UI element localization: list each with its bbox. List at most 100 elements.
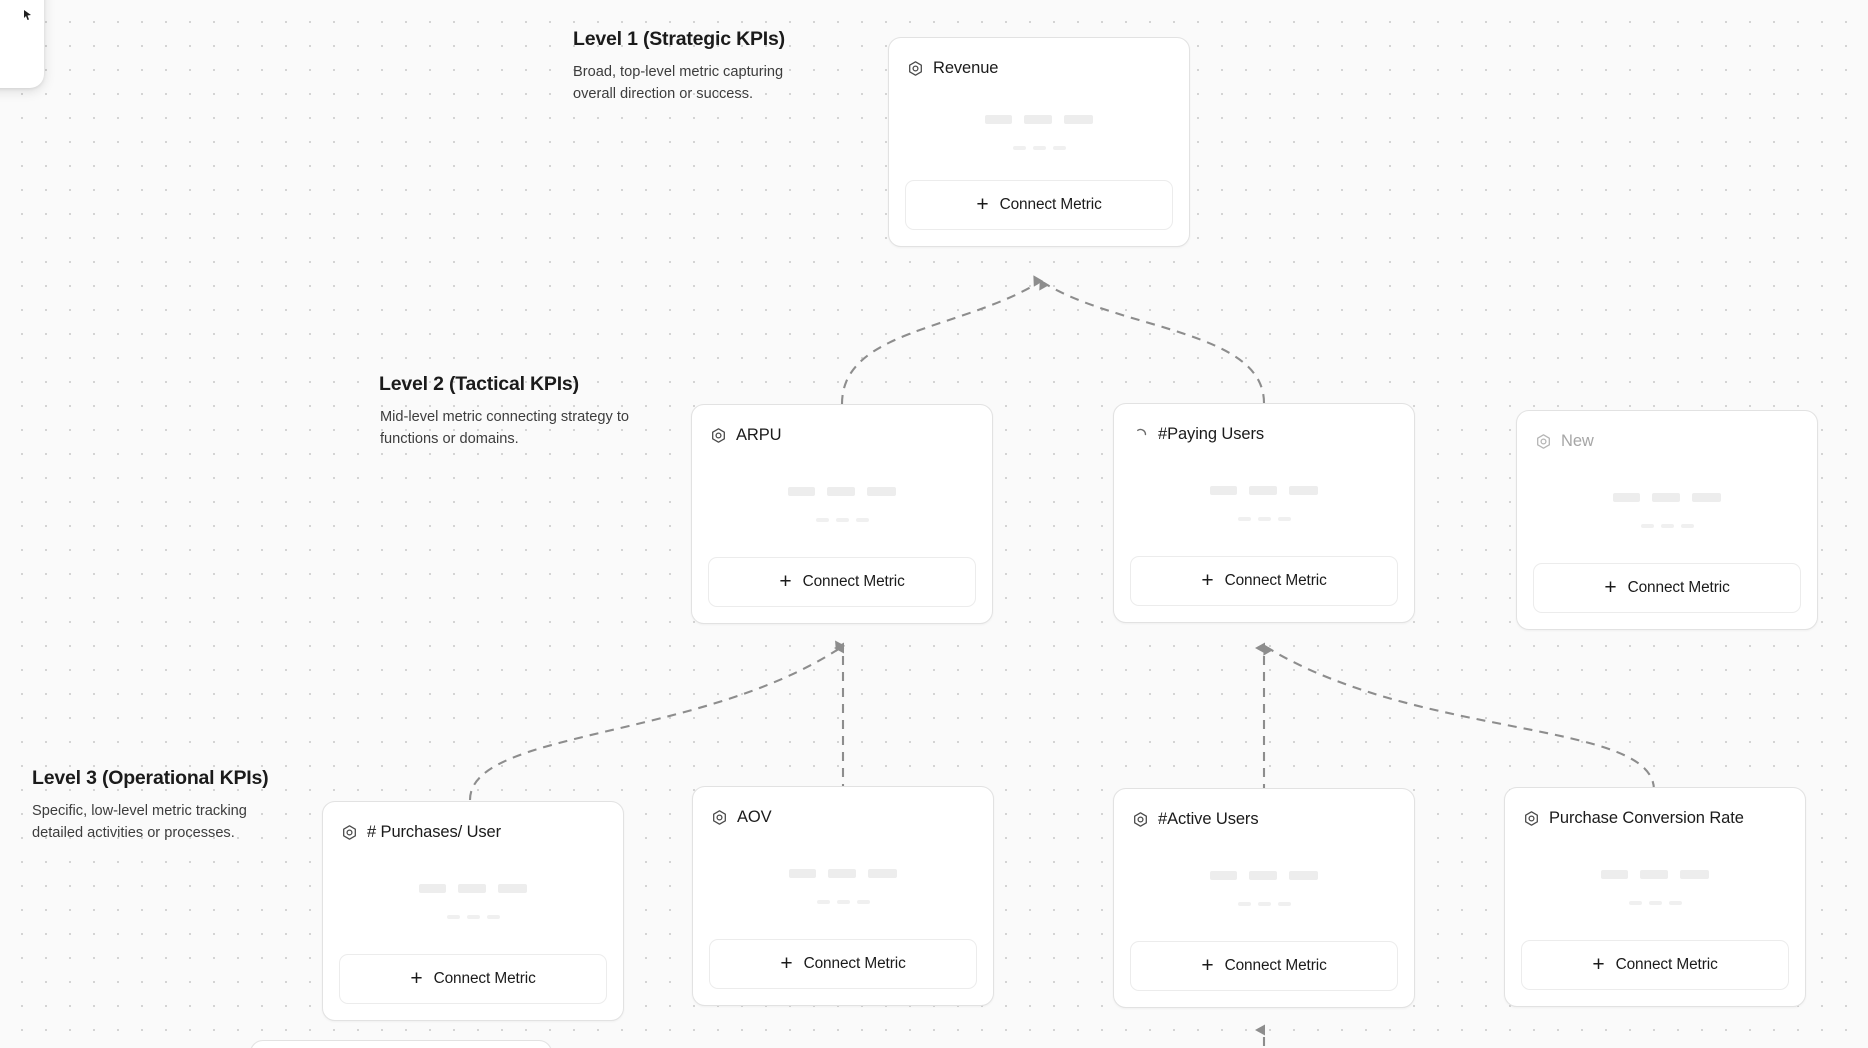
connect-metric-button[interactable]: + Connect Metric bbox=[1130, 941, 1398, 991]
edge-pcr-to-paying bbox=[1263, 644, 1656, 791]
skeleton-bar bbox=[1024, 114, 1052, 124]
metric-node-active-users[interactable]: #Active Users + Connect Metric bbox=[1113, 788, 1415, 1008]
connect-metric-label: Connect Metric bbox=[1615, 956, 1718, 973]
skeleton-row-secondary bbox=[446, 914, 500, 919]
metric-node-offscreen-bottom[interactable] bbox=[250, 1040, 552, 1048]
skeleton-bar bbox=[1257, 516, 1271, 521]
connect-metric-label: Connect Metric bbox=[802, 573, 905, 590]
plus-icon: + bbox=[1201, 953, 1214, 977]
plus-icon: + bbox=[780, 951, 793, 975]
skeleton-row-secondary bbox=[815, 517, 869, 522]
skeleton-bar bbox=[856, 899, 870, 904]
skeleton-bar bbox=[855, 517, 869, 522]
skeleton-bar bbox=[788, 486, 815, 496]
skeleton-row-secondary bbox=[1012, 145, 1066, 150]
skeleton-bar bbox=[867, 486, 896, 496]
connect-metric-button[interactable]: + Connect Metric bbox=[708, 557, 976, 607]
plus-icon: + bbox=[1604, 575, 1617, 599]
skeleton-row-primary bbox=[789, 868, 897, 878]
skeleton-row-secondary bbox=[1640, 523, 1694, 528]
metric-node-purchases-per-user[interactable]: # Purchases/ User + Connect Metric bbox=[322, 801, 624, 1021]
skeleton-row-primary bbox=[788, 486, 896, 496]
skeleton-bar bbox=[1210, 485, 1237, 495]
skeleton-bar bbox=[466, 914, 480, 919]
skeleton-bar bbox=[1601, 869, 1628, 879]
skeleton-bar bbox=[1052, 145, 1066, 150]
node-skeleton-body bbox=[693, 831, 993, 939]
skeleton-bar bbox=[419, 883, 446, 893]
node-header: AOV bbox=[693, 787, 993, 831]
metric-node-arpu[interactable]: ARPU + Connect Metric bbox=[691, 404, 993, 624]
skeleton-row-secondary bbox=[1628, 900, 1682, 905]
node-footer: + Connect Metric bbox=[889, 180, 1189, 246]
connect-metric-button[interactable]: + Connect Metric bbox=[1521, 940, 1789, 990]
skeleton-bar bbox=[868, 868, 897, 878]
node-title: #Paying Users bbox=[1158, 424, 1264, 443]
level-3-title: Level 3 (Operational KPIs) bbox=[32, 767, 269, 789]
metric-node-new[interactable]: New + Connect Metric bbox=[1516, 410, 1818, 630]
level-3-description: Specific, low-level metric tracking deta… bbox=[32, 803, 247, 841]
skeleton-bar bbox=[835, 517, 849, 522]
metric-node-paying-users[interactable]: #Paying Users + Connect Metric bbox=[1113, 403, 1415, 623]
cursor-icon bbox=[22, 8, 34, 20]
metric-node-revenue[interactable]: Revenue + Connect Metric bbox=[888, 37, 1190, 247]
skeleton-bar bbox=[1210, 870, 1237, 880]
node-header: New bbox=[1517, 411, 1817, 455]
node-skeleton-body bbox=[323, 846, 623, 954]
skeleton-row-secondary bbox=[816, 899, 870, 904]
skeleton-bar bbox=[1064, 114, 1093, 124]
node-header: # Purchases/ User bbox=[323, 802, 623, 846]
node-footer: + Connect Metric bbox=[1517, 563, 1817, 629]
node-title: # Purchases/ User bbox=[367, 822, 502, 841]
node-title: New bbox=[1561, 431, 1594, 450]
connect-metric-label: Connect Metric bbox=[1224, 572, 1327, 589]
hexagon-icon bbox=[1535, 433, 1552, 450]
skeleton-bar bbox=[828, 868, 856, 878]
metric-node-aov[interactable]: AOV + Connect Metric bbox=[692, 786, 994, 1006]
skeleton-bar bbox=[1032, 145, 1046, 150]
node-footer: + Connect Metric bbox=[693, 939, 993, 1005]
skeleton-bar bbox=[1249, 485, 1277, 495]
node-title: AOV bbox=[737, 807, 772, 826]
skeleton-bar bbox=[1640, 869, 1668, 879]
connect-metric-button[interactable]: + Connect Metric bbox=[905, 180, 1173, 230]
connect-metric-button[interactable]: + Connect Metric bbox=[709, 939, 977, 989]
skeleton-bar bbox=[1257, 901, 1271, 906]
metric-node-purchase-conversion-rate[interactable]: Purchase Conversion Rate + Connect Metri… bbox=[1504, 787, 1806, 1007]
skeleton-bar bbox=[446, 914, 460, 919]
skeleton-bar bbox=[1640, 523, 1654, 528]
node-header: Revenue bbox=[889, 38, 1189, 82]
node-header bbox=[251, 1041, 551, 1048]
connect-metric-label: Connect Metric bbox=[433, 970, 536, 987]
skeleton-bar bbox=[1289, 485, 1318, 495]
skeleton-bar bbox=[1648, 900, 1662, 905]
skeleton-bar bbox=[1628, 900, 1642, 905]
node-skeleton-body bbox=[692, 449, 992, 557]
skeleton-bar bbox=[1668, 900, 1682, 905]
level-2-label-group: Level 2 (Tactical KPIs) Mid-level metric… bbox=[379, 373, 630, 450]
skeleton-row-primary bbox=[1601, 869, 1709, 879]
node-footer: + Connect Metric bbox=[1114, 941, 1414, 1007]
skeleton-bar bbox=[498, 883, 527, 893]
skeleton-row-primary bbox=[1210, 870, 1318, 880]
skeleton-bar bbox=[1249, 870, 1277, 880]
connect-metric-label: Connect Metric bbox=[1627, 579, 1730, 596]
plus-icon: + bbox=[976, 192, 989, 216]
skeleton-bar bbox=[789, 868, 816, 878]
connect-metric-label: Connect Metric bbox=[999, 196, 1102, 213]
hexagon-icon bbox=[710, 427, 727, 444]
connect-metric-button[interactable]: + Connect Metric bbox=[1533, 563, 1801, 613]
floating-toolbar-panel[interactable] bbox=[0, 0, 44, 88]
skeleton-bar bbox=[1613, 492, 1640, 502]
hexagon-icon bbox=[341, 824, 358, 841]
skeleton-row-primary bbox=[1210, 485, 1318, 495]
plus-icon: + bbox=[1592, 952, 1605, 976]
plus-icon: + bbox=[410, 966, 423, 990]
node-skeleton-body bbox=[1114, 833, 1414, 941]
plus-icon: + bbox=[1201, 568, 1214, 592]
level-1-description: Broad, top-level metric capturing overal… bbox=[573, 64, 784, 102]
connect-metric-button[interactable]: + Connect Metric bbox=[339, 954, 607, 1004]
connect-metric-button[interactable]: + Connect Metric bbox=[1130, 556, 1398, 606]
edge-arpu-to-revenue bbox=[840, 275, 1044, 405]
